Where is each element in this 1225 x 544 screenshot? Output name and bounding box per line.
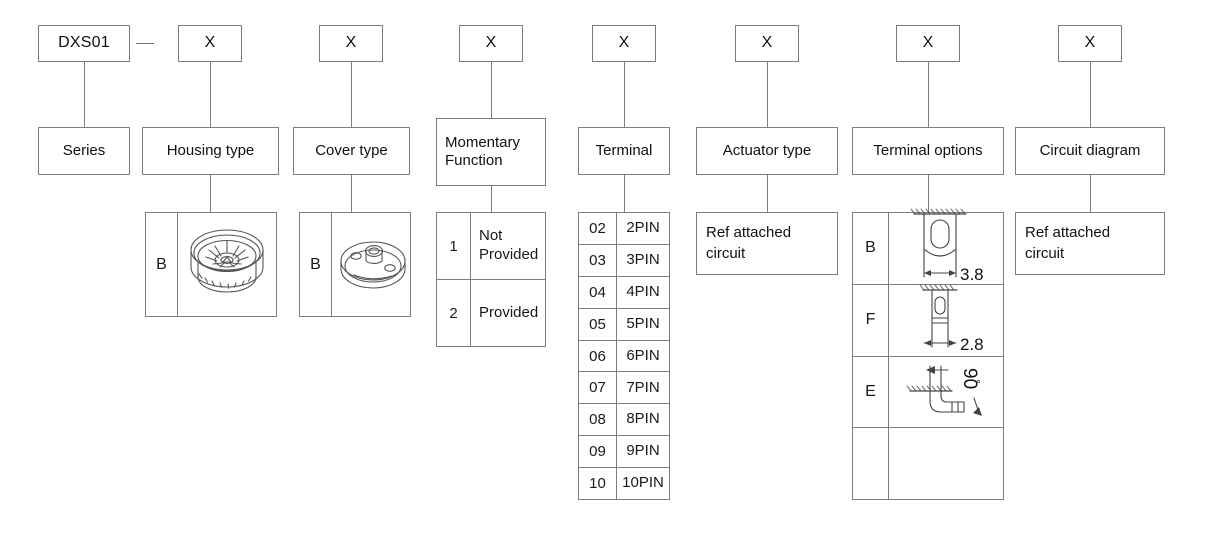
option-key-housing-b: B — [146, 213, 178, 316]
option-value-momentary-1: Not Provided — [479, 227, 539, 263]
connector-actuator-label-to-note — [767, 175, 768, 212]
option-row-terminal-06: 06 6PIN — [579, 340, 669, 373]
note-box-circuit-diagram: Ref attached circuit — [1015, 212, 1165, 275]
label-box-cover-type: Cover type — [293, 127, 410, 175]
code-box-actuator-type[interactable]: X — [735, 25, 799, 62]
connector-termopts-label-to-table — [928, 175, 929, 212]
option-value-terminal-02: 2PIN — [626, 219, 660, 237]
option-key-terminal-10: 10 — [579, 468, 617, 500]
option-value-terminal-05: 5PIN — [626, 314, 660, 332]
terminal-straight-narrow-icon: 2.8 — [889, 284, 1003, 356]
option-key-termopt-f: F — [853, 284, 889, 356]
option-value-termopt-empty — [889, 428, 1003, 499]
connector-housing-code-to-label — [210, 62, 211, 127]
option-key-termopt-empty — [853, 428, 889, 499]
code-box-housing-type[interactable]: X — [178, 25, 242, 62]
angle-label-e: 90 — [959, 368, 980, 389]
option-table-terminal-options: B — [852, 208, 1004, 500]
option-key-momentary-2: 2 — [437, 280, 471, 346]
code-box-terminal[interactable]: X — [592, 25, 656, 62]
option-row-terminal-04: 04 4PIN — [579, 276, 669, 309]
option-row-terminal-09: 09 9PIN — [579, 436, 669, 469]
option-row-terminal-08: 08 8PIN — [579, 404, 669, 437]
option-row-terminal-02: 02 2PIN — [579, 213, 669, 245]
connector-cover-label-to-table — [351, 175, 352, 212]
option-row-termopt-empty — [853, 428, 1003, 499]
dimension-label-b: 3.8 — [960, 265, 984, 284]
label-box-circuit-diagram: Circuit diagram — [1015, 127, 1165, 175]
option-value-terminal-08: 8PIN — [626, 410, 660, 428]
terminal-right-angle-icon: 90 ° — [889, 357, 1003, 428]
option-key-terminal-06: 06 — [579, 340, 617, 372]
option-table-terminal: 02 2PIN 03 3PIN 04 4PIN 05 5PIN 06 6PIN … — [578, 212, 670, 500]
degree-symbol: ° — [976, 377, 981, 391]
option-row-momentary-1: 1 Not Provided — [437, 213, 545, 280]
option-key-terminal-03: 03 — [579, 244, 617, 276]
option-key-termopt-b: B — [853, 213, 889, 284]
connector-series-code-to-label — [84, 62, 85, 127]
option-row-terminal-03: 03 3PIN — [579, 244, 669, 277]
connector-housing-label-to-table — [210, 175, 211, 212]
code-box-series[interactable]: DXS01 — [38, 25, 130, 62]
connector-circuit-code-to-label — [1090, 62, 1091, 127]
option-table-cover-type: B — [299, 212, 411, 317]
label-box-terminal: Terminal — [578, 127, 670, 175]
connector-actuator-code-to-label — [767, 62, 768, 127]
connector-termopts-code-to-label — [928, 62, 929, 127]
option-row-termopt-e: E — [853, 356, 1003, 429]
option-key-terminal-02: 02 — [579, 213, 617, 244]
dimension-label-f: 2.8 — [960, 335, 984, 354]
code-box-terminal-options[interactable]: X — [896, 25, 960, 62]
code-box-cover-type[interactable]: X — [319, 25, 383, 62]
option-row-termopt-f: F — [853, 284, 1003, 357]
option-row-terminal-05: 05 5PIN — [579, 308, 669, 341]
option-key-terminal-05: 05 — [579, 308, 617, 340]
code-box-circuit-diagram[interactable]: X — [1058, 25, 1122, 62]
option-key-momentary-1: 1 — [437, 213, 471, 279]
option-value-terminal-07: 7PIN — [626, 378, 660, 396]
option-row-termopt-b: B — [853, 208, 1003, 285]
cover-disc-image-icon — [332, 213, 414, 316]
label-box-housing-type: Housing type — [142, 127, 279, 175]
option-value-terminal-09: 9PIN — [626, 442, 660, 460]
option-key-termopt-e: E — [853, 356, 889, 428]
connector-momentary-label-to-table — [491, 186, 492, 212]
option-key-cover-b: B — [300, 213, 332, 316]
connector-terminal-code-to-label — [624, 62, 625, 127]
housing-ring-image-icon — [178, 213, 276, 316]
code-box-momentary-function[interactable]: X — [459, 25, 523, 62]
option-key-terminal-09: 09 — [579, 436, 617, 468]
connector-terminal-label-to-table — [624, 175, 625, 212]
option-row-terminal-07: 07 7PIN — [579, 372, 669, 405]
connector-momentary-code-to-label — [491, 62, 492, 127]
option-value-terminal-03: 3PIN — [626, 250, 660, 268]
dash-separator — [136, 43, 154, 44]
option-value-terminal-06: 6PIN — [626, 346, 660, 364]
option-key-terminal-08: 08 — [579, 404, 617, 436]
terminal-straight-wide-icon: 3.8 — [889, 208, 1003, 284]
note-box-actuator-type: Ref attached circuit — [696, 212, 838, 275]
label-box-terminal-options: Terminal options — [852, 127, 1004, 175]
option-key-terminal-04: 04 — [579, 276, 617, 308]
connector-cover-code-to-label — [351, 62, 352, 127]
option-value-terminal-10: 10PIN — [622, 474, 664, 492]
connector-circuit-label-to-note — [1090, 175, 1091, 212]
option-value-terminal-04: 4PIN — [626, 282, 660, 300]
option-key-terminal-07: 07 — [579, 372, 617, 404]
option-value-momentary-2: Provided — [479, 303, 539, 321]
label-box-series: Series — [38, 127, 130, 175]
option-row-momentary-2: 2 Provided — [437, 280, 545, 346]
label-box-momentary-function: Momentary Function — [436, 118, 546, 186]
option-row-terminal-10: 10 10PIN — [579, 468, 669, 500]
option-table-momentary-function: 1 Not Provided 2 Provided — [436, 212, 546, 347]
option-table-housing-type: B — [145, 212, 277, 317]
label-box-actuator-type: Actuator type — [696, 127, 838, 175]
